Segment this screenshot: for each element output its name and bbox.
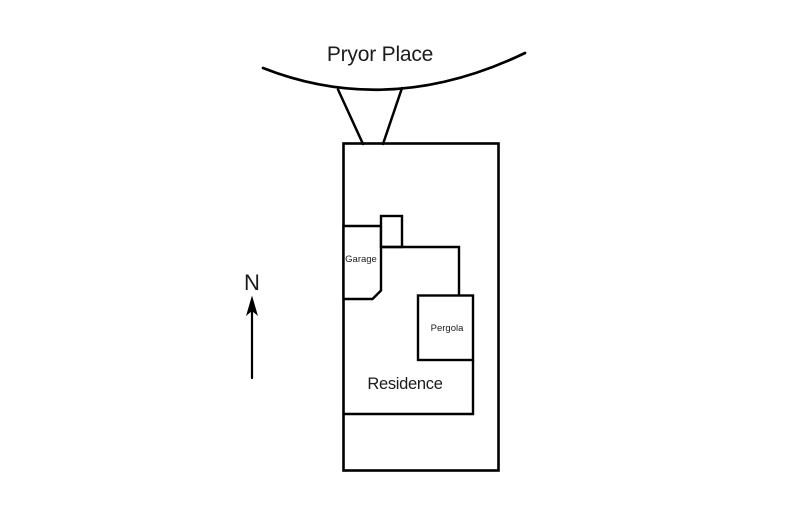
pergola-label: Pergola	[431, 323, 464, 334]
north-label: N	[244, 270, 260, 295]
pergola-outline	[416, 294, 475, 362]
street-label: Pryor Place	[327, 43, 433, 66]
property-boundary	[342, 142, 500, 472]
garage-notch	[379, 214, 404, 249]
residence-wing-line	[379, 245, 461, 298]
driveway-left-line	[336, 88, 365, 146]
residence-label: Residence	[367, 375, 442, 393]
north-arrow: N	[244, 270, 260, 380]
driveway-right-line	[381, 86, 404, 146]
garage-label: Garage	[345, 254, 377, 265]
garage-outline	[342, 224, 383, 301]
north-arrow-head	[246, 295, 258, 316]
street-curve	[261, 51, 527, 92]
driveway	[336, 86, 404, 146]
buildings: Garage Pergola Residence	[342, 214, 475, 416]
residence-boundary	[342, 358, 475, 416]
street: Pryor Place	[261, 43, 527, 92]
